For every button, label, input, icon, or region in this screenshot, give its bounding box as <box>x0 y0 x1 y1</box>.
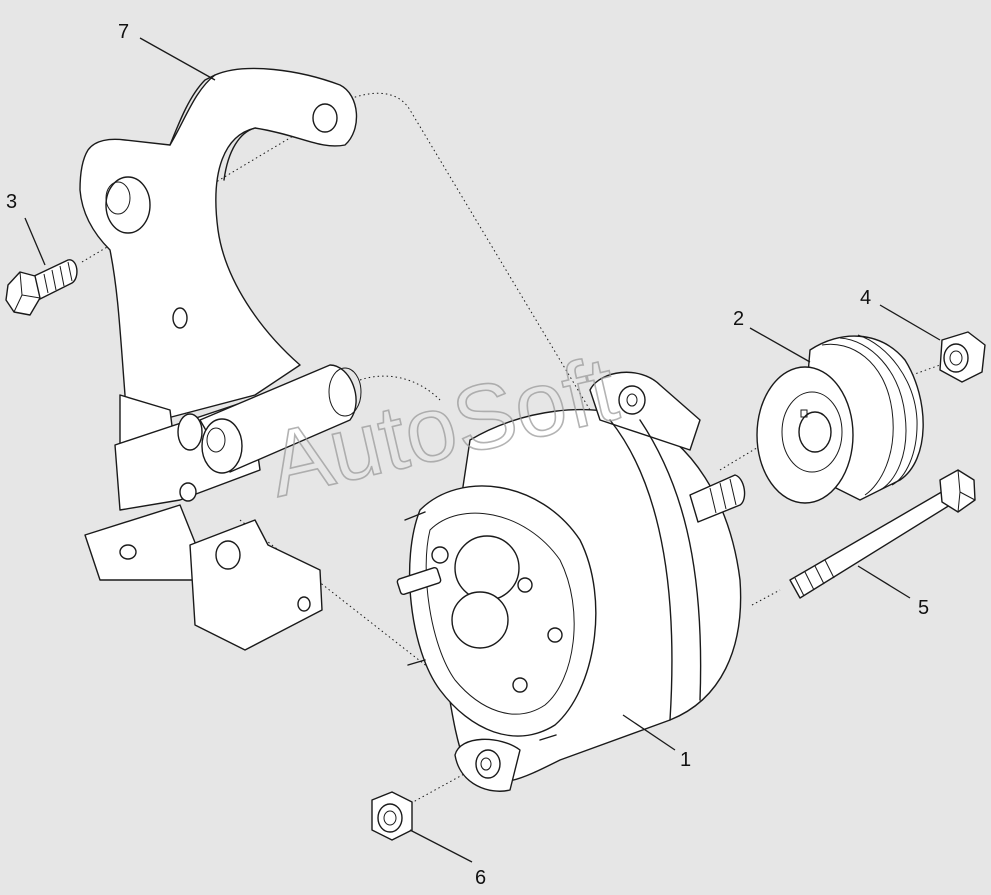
bolt-part-5 <box>789 469 976 599</box>
callout-1: 1 <box>680 749 691 771</box>
nut-part-6 <box>371 791 413 841</box>
alternator-part-1 <box>396 371 746 792</box>
callout-4: 4 <box>860 287 871 309</box>
bolt-part-3 <box>5 259 78 316</box>
callout-2: 2 <box>733 308 744 330</box>
callout-6: 6 <box>475 867 486 889</box>
mounting-bracket-part-7 <box>79 67 362 651</box>
callout-labels: 7 3 2 4 5 1 6 <box>6 21 929 889</box>
callout-5: 5 <box>918 597 929 619</box>
nut-part-4 <box>939 331 986 383</box>
callout-3: 3 <box>6 191 17 213</box>
leader-lines <box>24 37 941 863</box>
callout-7: 7 <box>118 21 129 43</box>
pulley-part-2 <box>756 334 924 504</box>
